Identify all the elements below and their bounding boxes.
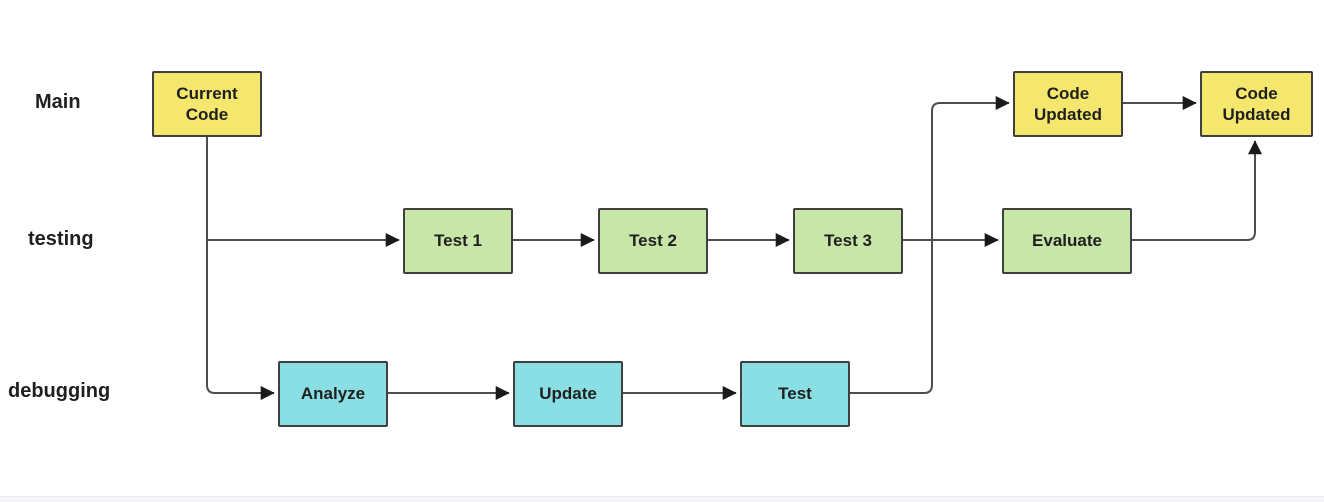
node-current-code: Current Code [152,71,262,137]
edge-evaluate-code-updated-2 [1132,140,1262,241]
lane-label-main: Main [35,91,81,113]
node-test-2: Test 2 [598,208,708,274]
lane-label-testing: testing [28,228,94,250]
edge-current-code-analyze [206,137,275,400]
node-test-3: Test 3 [793,208,903,274]
bottom-edge-strip [0,496,1324,502]
node-code-updated-2: Code Updated [1200,71,1313,137]
node-update: Update [513,361,623,427]
lane-label-debugging: debugging [8,380,111,402]
node-code-updated-1: Code Updated [1013,71,1123,137]
node-test: Test [740,361,850,427]
node-evaluate: Evaluate [1002,208,1132,274]
node-analyze: Analyze [278,361,388,427]
node-test-1: Test 1 [403,208,513,274]
